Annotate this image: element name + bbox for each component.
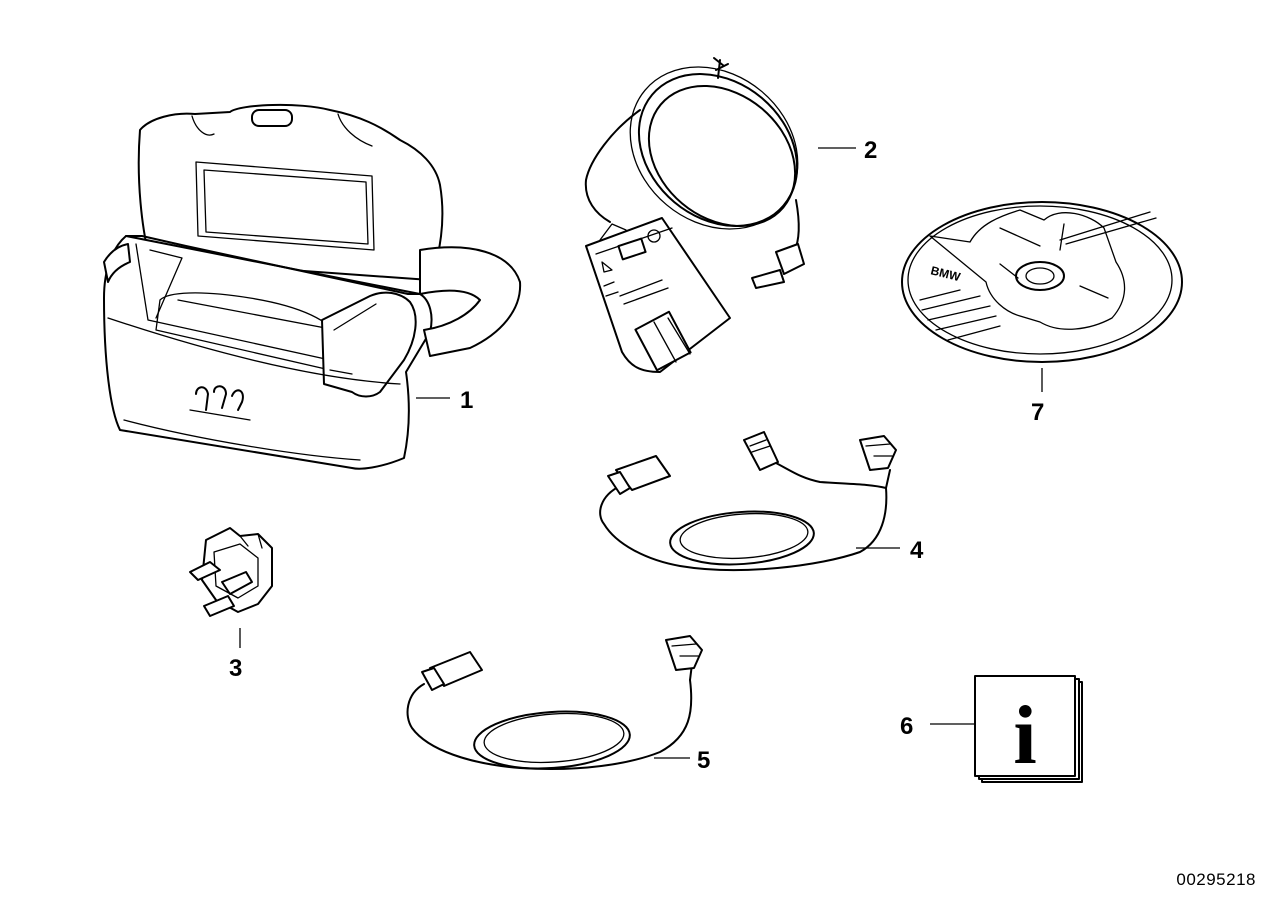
callout-6: 6: [900, 713, 913, 740]
callout-3: 3: [229, 655, 242, 682]
callout-4: 4: [910, 537, 924, 564]
callout-7: 7: [1031, 399, 1044, 426]
part-7-navigation-cd: BMW: [901, 201, 1183, 363]
part-2-adapter-cable: [584, 57, 805, 373]
callout-2: 2: [864, 137, 877, 164]
callout-5: 5: [697, 747, 710, 774]
document-number: 00295218: [1176, 870, 1256, 889]
callout-1: 1: [460, 387, 473, 414]
leader-lines: [239, 147, 1043, 759]
part-6-info-booklet: i: [974, 675, 1083, 783]
callout-labels: 1 2 3 4 5 6 7: [229, 137, 1044, 774]
part-5-cable: [406, 635, 703, 771]
part-1-carry-bag: [103, 103, 522, 470]
info-icon: i: [1013, 689, 1036, 782]
part-4-cable-harness: [599, 431, 897, 572]
part-3-mains-plug: [189, 527, 273, 617]
